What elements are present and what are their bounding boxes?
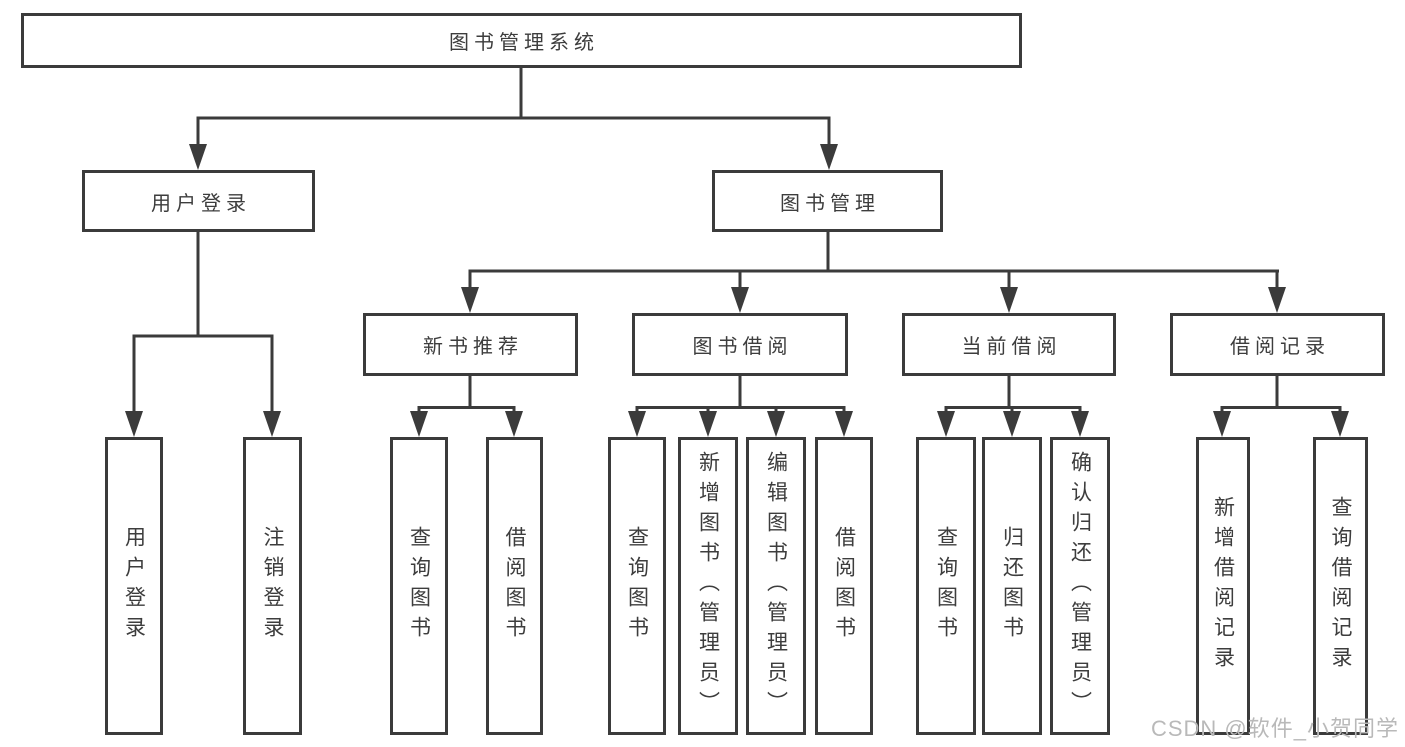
node-root-library-system: 图书管理系统 xyxy=(21,13,1022,68)
connector-user-login-to-leaves xyxy=(125,230,281,437)
node-user-login: 用户登录 xyxy=(82,170,315,232)
connector-root-to-level2 xyxy=(189,66,838,170)
leaf-return-books: 归还图书 xyxy=(982,437,1042,735)
leaf-user-login: 用户登录 xyxy=(105,437,163,735)
leaf-logout: 注销登录 xyxy=(243,437,302,735)
connector-current-borrow-to-leaves xyxy=(937,374,1089,437)
leaf-borrow-books: 借阅图书 xyxy=(815,437,873,735)
leaf-query-books-borrow: 查询图书 xyxy=(608,437,666,735)
connector-book-borrow-to-leaves xyxy=(628,374,853,437)
leaf-add-books-admin: 新增图书（管理员） xyxy=(678,437,738,735)
node-borrow-records: 借阅记录 xyxy=(1170,313,1385,376)
leaf-query-borrow-record: 查询借阅记录 xyxy=(1313,437,1368,735)
connector-borrow-records-to-leaves xyxy=(1213,374,1349,437)
leaf-query-books-recommend: 查询图书 xyxy=(390,437,448,735)
leaf-add-borrow-record: 新增借阅记录 xyxy=(1196,437,1250,735)
leaf-query-books-current: 查询图书 xyxy=(916,437,976,735)
node-book-management: 图书管理 xyxy=(712,170,943,232)
leaf-borrow-books-recommend: 借阅图书 xyxy=(486,437,543,735)
connector-book-management-to-level3 xyxy=(461,230,1286,313)
leaf-edit-books-admin: 编辑图书（管理员） xyxy=(746,437,806,735)
node-new-book-recommend: 新书推荐 xyxy=(363,313,578,376)
node-book-borrow: 图书借阅 xyxy=(632,313,848,376)
csdn-watermark: CSDN @软件_小贺同学 xyxy=(1150,716,1399,741)
connector-new-book-recommend-to-leaves xyxy=(410,374,523,437)
connector-lines xyxy=(125,66,1349,437)
leaf-confirm-return-admin: 确认归还（管理员） xyxy=(1050,437,1110,735)
node-current-borrow: 当前借阅 xyxy=(902,313,1116,376)
